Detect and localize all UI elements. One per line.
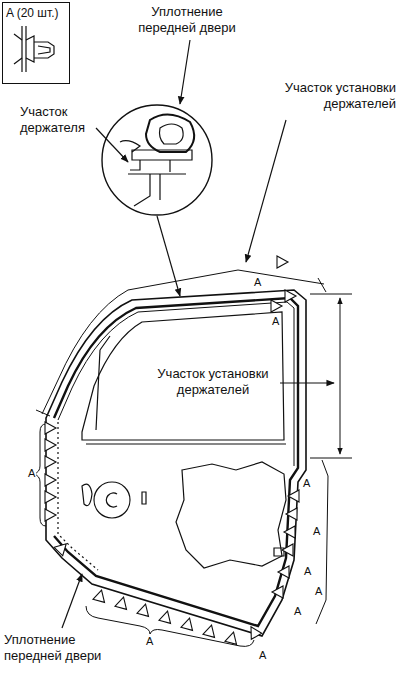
clip-marker (225, 631, 239, 645)
clip-marker (246, 624, 262, 640)
clip-marker (45, 439, 56, 451)
clip-callout: A (293, 606, 302, 617)
clip-marker (181, 617, 195, 631)
clip-callout: A (258, 650, 267, 661)
part-count: A (20 шт.) (3, 4, 61, 22)
window-opening (82, 312, 284, 440)
callout-text: Уплотнение передней двери (4, 632, 134, 663)
clip-callout: A (314, 586, 323, 597)
clip-marker (203, 624, 217, 638)
clip-marker (271, 300, 282, 312)
clip-callout: A (253, 277, 262, 288)
clip-marker (282, 544, 293, 556)
clip-marker (159, 610, 173, 624)
clip-symbol (14, 26, 54, 72)
clip-marker (286, 508, 297, 520)
clip-marker (285, 290, 296, 302)
clip-callout: A (302, 478, 311, 489)
clip-callout: A (312, 526, 321, 537)
clip-marker (284, 526, 295, 538)
clip-marker (45, 456, 56, 468)
service-hole (176, 462, 286, 568)
clip-callout: A (303, 566, 312, 577)
clip-callout: A (271, 316, 280, 327)
callout-text: Участок держателя (20, 104, 100, 135)
clip-marker (45, 474, 56, 486)
clip-inset-box: A (20 шт.) (2, 2, 70, 84)
door-outline (46, 290, 306, 636)
clip-markers (45, 256, 299, 644)
clip-marker (137, 603, 151, 617)
clip-marker (93, 589, 107, 603)
clip-marker (115, 596, 129, 610)
callout-text: Участок установки держателей (246, 80, 396, 111)
clip-marker (45, 491, 56, 503)
callout-text: Уплотнение передней двери (122, 4, 252, 35)
clip-marker (278, 566, 289, 578)
speaker-hole (94, 482, 130, 518)
clip-marker (277, 256, 288, 268)
clip-callout: A (27, 468, 36, 479)
callout-text: Участок установки держателей (148, 366, 278, 397)
clip-marker (54, 540, 70, 556)
clip-callout: A (145, 636, 154, 647)
door-seal (54, 298, 298, 626)
clip-marker (45, 422, 56, 434)
clip-marker (45, 509, 56, 521)
clip-marker (288, 490, 299, 502)
clip-marker (272, 586, 283, 598)
seal-section-detail (102, 105, 212, 215)
